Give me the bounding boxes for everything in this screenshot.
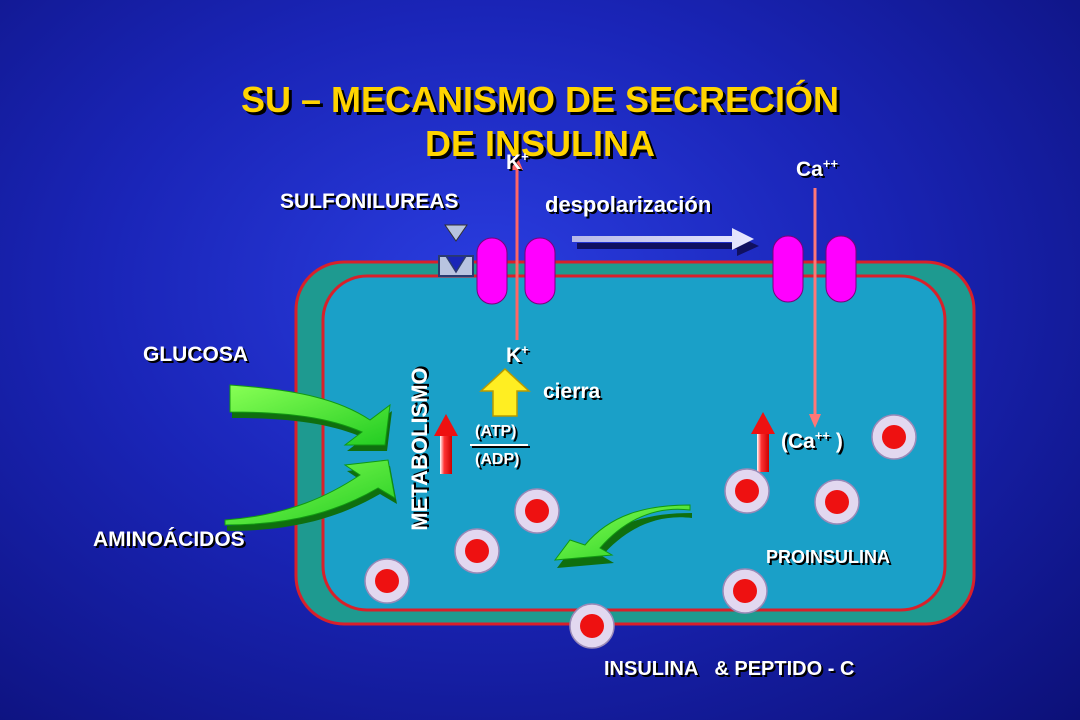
title-line-2: DE INSULINA (424, 123, 655, 164)
k-efflux-arrowhead (511, 156, 523, 170)
cierra-arrow (479, 367, 531, 417)
sulfonylurea-marker (444, 224, 468, 242)
granule (814, 479, 860, 525)
aminoacid-arrow (224, 459, 397, 531)
proinsulin-to-insulin-arrow (553, 504, 692, 568)
ca-inner-close: ) (830, 430, 843, 453)
despolarizacion-label: despolarización (545, 192, 712, 217)
diagram-title: SU – MECANISMO DE SECRECIÓN DE INSULINA (0, 78, 1080, 166)
granule (724, 468, 770, 514)
metabolismo-label: METABOLISMO (407, 367, 432, 531)
k-top-label: K+ (506, 149, 529, 175)
granule (871, 414, 917, 460)
granule (364, 558, 410, 604)
ca-inner-charge: ++ (814, 428, 831, 443)
su-receptor-notch (444, 255, 468, 274)
k-channel-right (524, 237, 556, 305)
ca-top-symbol: Ca (796, 158, 823, 181)
ca-inner-label: (Ca++ ) (781, 428, 843, 454)
cierra-label: cierra (543, 380, 601, 403)
proinsulina-label: PROINSULINA (766, 547, 891, 567)
insulina-peptido-label: INSULINA & PEPTIDO - C (604, 658, 855, 680)
k-inner-charge: + (521, 342, 529, 357)
k-channel-left (476, 237, 508, 305)
k-inner-symbol: K (506, 344, 522, 367)
k-top-charge: + (521, 149, 529, 164)
cell-interior (321, 274, 947, 612)
granule (722, 568, 768, 614)
insulin-granules (364, 414, 917, 649)
aminoacidos-label: AMINOÁCIDOS (93, 528, 245, 551)
ca-channel-left (772, 235, 804, 303)
title-line-1: SU – MECANISMO DE SECRECIÓN (240, 79, 840, 120)
ca-channel-right (825, 235, 857, 303)
k-top-symbol: K (506, 151, 522, 174)
ca-top-charge: ++ (822, 156, 839, 171)
sulfonilureas-label: SULFONILUREAS (280, 190, 459, 213)
atp-label: (ATP) (475, 423, 517, 440)
ca-top-label: Ca++ (796, 156, 838, 182)
k-inner-label: K+ (506, 342, 529, 368)
depolarization-arrow (572, 228, 759, 256)
glucose-arrow (229, 384, 392, 451)
calcium-up-arrow (751, 412, 775, 472)
granule (454, 528, 500, 574)
adp-label: (ADP) (475, 451, 520, 468)
granule-exocytosis (569, 603, 615, 649)
granule (514, 488, 560, 534)
glucosa-label: GLUCOSA (143, 343, 248, 366)
metabolism-up-arrow (434, 414, 458, 474)
ca-influx-arrowhead (809, 414, 821, 428)
ca-inner-open: (Ca (781, 430, 815, 453)
